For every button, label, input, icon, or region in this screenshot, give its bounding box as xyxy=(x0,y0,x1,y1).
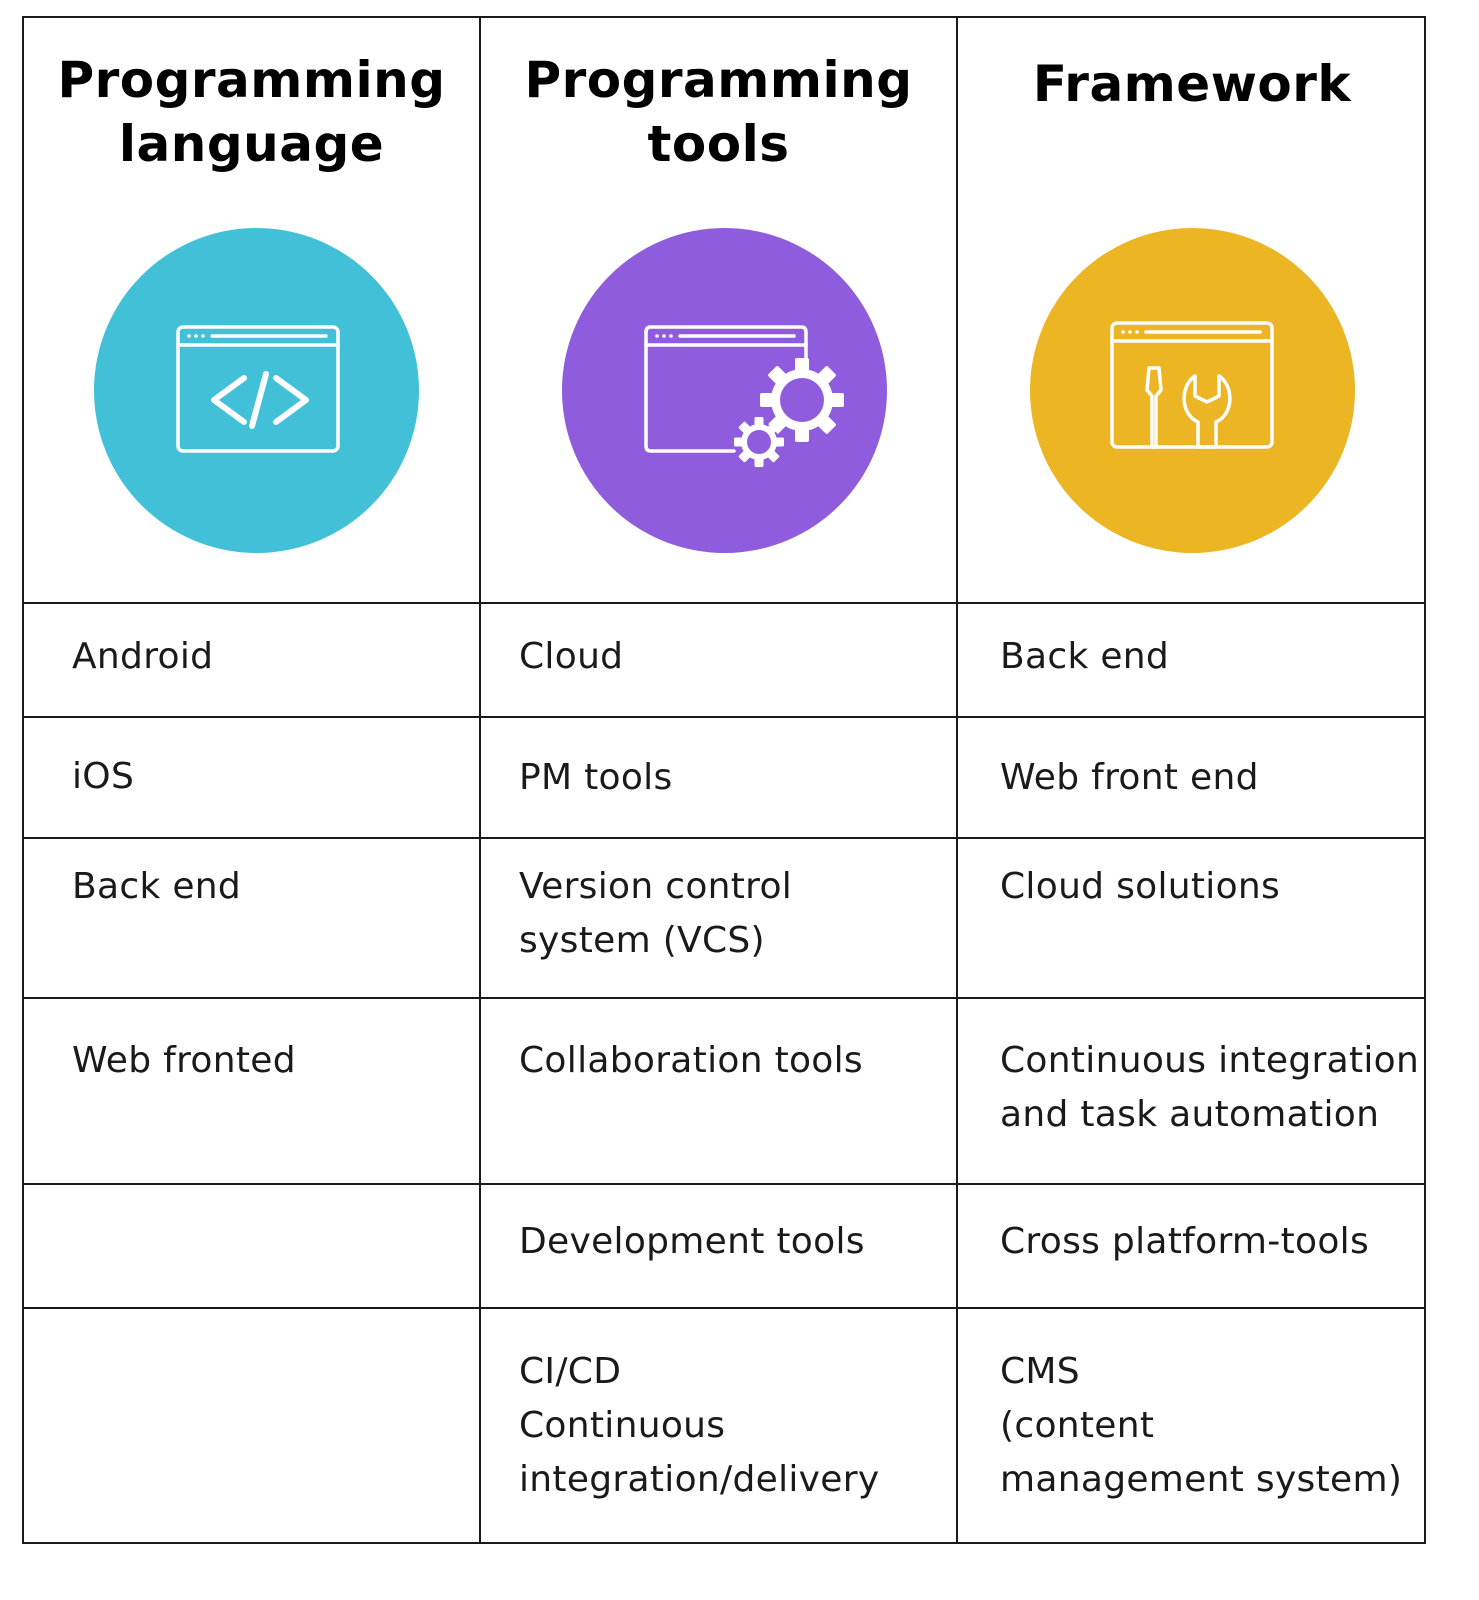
cell-r6-c3: CMS (content management system) xyxy=(1000,1351,1403,1500)
cell-r4-c1: Web fronted xyxy=(72,1040,296,1081)
header-programming-tools: Programming tools xyxy=(524,51,913,173)
cell-r6-c2: CI/CD Continuous integration/delivery xyxy=(519,1351,880,1500)
row-divider xyxy=(24,716,1424,718)
cell-r1-c2: Cloud xyxy=(519,636,624,677)
cell-r5-c3: Cross platform-tools xyxy=(1000,1221,1370,1262)
column-divider xyxy=(479,18,481,1542)
cell-r1-c1: Android xyxy=(72,636,214,677)
row-divider xyxy=(24,1183,1424,1185)
window-gears-icon xyxy=(644,325,844,467)
cell-r1-c3: Back end xyxy=(1000,636,1170,677)
cell-r3-c1: Back end xyxy=(72,866,242,907)
code-window-icon xyxy=(176,325,340,453)
tools-circle xyxy=(1030,228,1355,553)
column-divider xyxy=(956,18,958,1542)
cell-r3-c2: Version control system (VCS) xyxy=(519,866,793,961)
cell-r4-c3: Continuous integration and task automati… xyxy=(1000,1040,1420,1135)
row-divider xyxy=(24,837,1424,839)
row-divider xyxy=(24,602,1424,604)
cell-r2-c3: Web front end xyxy=(1000,757,1259,798)
cell-r5-c2: Development tools xyxy=(519,1221,865,1262)
cell-r3-c3: Cloud solutions xyxy=(1000,866,1281,907)
window-tools-icon xyxy=(1110,321,1274,449)
cell-r2-c2: PM tools xyxy=(519,757,673,798)
code-circle xyxy=(94,228,419,553)
header-framework: Framework xyxy=(1032,55,1352,113)
gears-circle xyxy=(562,228,887,553)
cell-r4-c2: Collaboration tools xyxy=(519,1040,863,1081)
header-programming-language: Programming language xyxy=(57,51,446,173)
row-divider xyxy=(24,997,1424,999)
comparison-table: Programming language Programming tools F… xyxy=(22,16,1426,1544)
row-divider xyxy=(24,1307,1424,1309)
cell-r2-c1: iOS xyxy=(72,756,135,797)
